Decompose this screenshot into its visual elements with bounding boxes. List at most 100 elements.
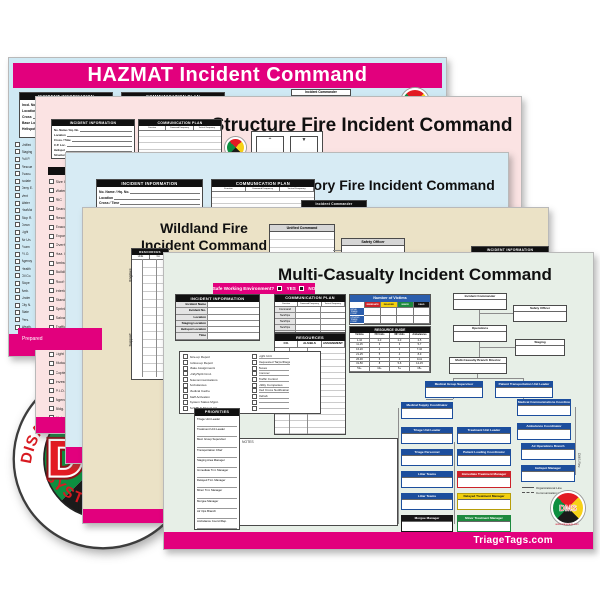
mc-org-chart: Incident Commander Safety Officer Operat… [164, 253, 593, 549]
org-box-label: Patient Loading Coordinator [458, 450, 510, 457]
victim-count-cell [380, 316, 397, 324]
comm-plan-cell [296, 331, 321, 332]
form-field-row: No. Name / Hq. No. [54, 127, 132, 132]
org-box-label: Minor Treatment Manager [458, 516, 510, 523]
checklist-item-label: Red Cross Notification [258, 388, 290, 394]
org-chart-box: Minor Treatment Manager [457, 515, 511, 532]
guide-column-header: Ambulances [410, 333, 430, 339]
field-label: Base Loc. [22, 121, 39, 125]
checklist-item-label: Stop R. [21, 215, 33, 220]
guide-cell-fd-units: 8 [370, 362, 390, 368]
hazmat-footer-text: Prepared [22, 336, 43, 342]
checklist-item-label: HazMat [21, 208, 33, 213]
field-blank-line [71, 138, 132, 142]
checklist-row: Unified [15, 141, 111, 148]
checklist-row: Vent [15, 192, 111, 199]
checklist-row: Coroner [252, 371, 317, 377]
checklist-row: Bldg. Rep. [49, 404, 129, 413]
field-blank-line [114, 195, 200, 200]
victim-category-header: DELAYED [381, 302, 398, 308]
wildland-title-line1: Wildland Fire [160, 220, 248, 236]
org-box-label: Safety Officer [514, 306, 566, 313]
checkbox-icon [49, 397, 54, 403]
org-box-field [522, 450, 574, 459]
victim-count-cell [364, 316, 381, 324]
dashed-line-icon [522, 492, 534, 493]
checklist-item-label: Oil Co. [21, 273, 32, 278]
structure-incident-info-header: INCIDENT INFORMATION [52, 120, 134, 126]
victims-stub-label: INITIAL TRIAGE COUNT [350, 308, 364, 316]
field-blank-line [130, 189, 200, 194]
wildland-resource-group-support: Support [128, 333, 133, 347]
checklist-row: Requested Tarps/Flags [252, 360, 317, 366]
dms-mini-logo-text: DMS [559, 503, 577, 513]
field-blank-line [120, 200, 200, 206]
checklist-item-label: Light Unit [55, 352, 72, 357]
comm-plan-column-header: Tactical Frequency [193, 126, 221, 131]
checkbox-icon [15, 207, 20, 213]
victim-count-cell [413, 308, 430, 316]
checkbox-icon [15, 280, 20, 286]
guide-data-row: 11-15 3 3 5-7 [350, 343, 430, 349]
field-label: No. Name / Hq. No. [54, 128, 80, 132]
guide-cell-ambulances: 9-11 [410, 357, 430, 363]
checkbox-icon [49, 297, 54, 303]
checkbox-icon [49, 224, 54, 230]
checkbox-icon [49, 315, 54, 321]
form-field-row: Cross / Time [54, 137, 132, 142]
org-box-field [402, 500, 452, 509]
checklist-item-label: Copter [55, 370, 67, 375]
checklist-item-label: Rescue [55, 215, 69, 220]
org-box-label: Operations [454, 326, 506, 333]
checkbox-icon [15, 164, 20, 170]
checkbox-icon [183, 365, 188, 371]
comm-plan-row: Tact/Ops [275, 313, 345, 319]
mc-victims-header: Number of Victims [350, 295, 430, 302]
priority-item: Air Ops Branch [197, 509, 237, 519]
multistory-comm-plan-header: COMMUNICATION PLAN [212, 180, 314, 187]
comm-plan-row: Tact/Ops [275, 325, 345, 331]
checklist-item-label: Size-up Report [189, 354, 211, 359]
hazmat-title-band: HAZMAT Incident Command [13, 63, 442, 88]
org-chart-box: Air Operations Branch [521, 443, 575, 460]
field-label: Cross / Time [99, 201, 120, 206]
checklist-row: Utility Companies [252, 382, 317, 388]
field-label: C.P. Loc. [54, 143, 66, 147]
org-chart-box: Delayed Treatment Manager [457, 493, 511, 510]
mc-incident-info-box: INCIDENT INFORMATION Incident Name Incid… [175, 294, 260, 341]
comm-plan-cell [296, 319, 321, 324]
guide-cell-mf-units: 3 [390, 348, 410, 353]
checklist-item-label: Telecommunications [189, 377, 218, 382]
form-field-row: Helispot [54, 147, 132, 152]
checklist-item-label: Sprinklers [55, 306, 73, 311]
org-chart-box: Helispot Manager [521, 465, 575, 482]
wildland-unified-command-label: Unified Command [270, 225, 334, 232]
checklist-row: Evacu. [15, 170, 111, 177]
field-blank-line [66, 133, 132, 137]
dms-mini-logo-icon: DMS [551, 491, 585, 525]
guide-data-row: 1-10 2-3 2-3 2-5 [350, 338, 430, 344]
checkbox-icon [183, 382, 188, 388]
checkbox-icon [252, 405, 257, 411]
checkbox-icon [183, 377, 188, 383]
org-box-label: Medical Supply Coordinator [402, 403, 452, 410]
guide-cell-mf-units: 3 [390, 343, 410, 349]
field-label: Incd. No. [22, 103, 37, 107]
checklist-row: Under [15, 294, 111, 301]
org-box-field [454, 300, 506, 309]
form-field-row: C.P. Loc. [54, 142, 132, 147]
checklist-item-label: Deny E. [21, 186, 33, 191]
checklist-row: Oil Co. [15, 272, 111, 279]
checklist-item-label: Evacuation [56, 225, 75, 229]
mc-footer-url: TriageTags.com [473, 535, 553, 546]
guide-column-header: Victims [350, 333, 370, 339]
checklist-row: Agency [15, 258, 111, 265]
checklist-row: Copter [49, 368, 129, 377]
checkbox-icon [49, 242, 54, 248]
checkbox-icon [15, 229, 20, 235]
org-chart-box: Immediate Treatment Manager [457, 471, 511, 488]
checklist-item-label: Amb. [21, 288, 29, 293]
form-field-row: Location [54, 132, 132, 137]
